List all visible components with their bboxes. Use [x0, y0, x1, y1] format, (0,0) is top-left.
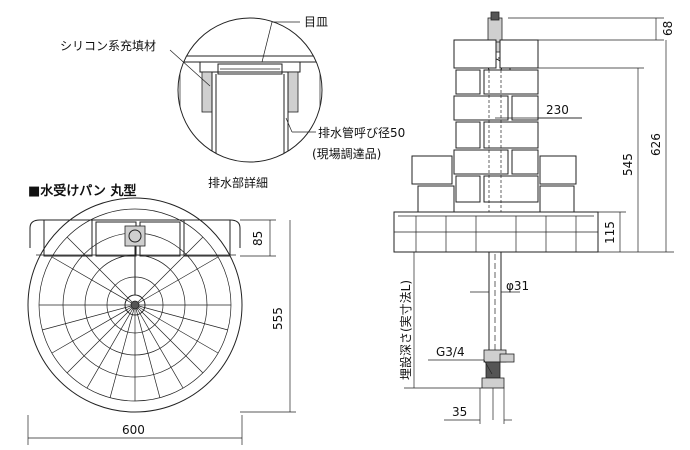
label-meza: 目皿	[304, 15, 328, 29]
dim-85: 85	[251, 231, 265, 246]
plan-view: ■水受けパン 丸型	[27, 183, 296, 445]
dim-555: 555	[271, 307, 285, 330]
label-burial-depth: 埋設深さ(実寸法L)	[398, 280, 413, 380]
dim-626: 626	[649, 133, 663, 156]
dim-545: 545	[621, 153, 635, 176]
label-field-procure: (現場調達品)	[312, 147, 381, 161]
dim-phi31: φ31	[506, 279, 529, 293]
dim-g34: G3/4	[436, 345, 465, 359]
basin-outline	[27, 197, 243, 413]
plan-title: ■水受けパン 丸型	[28, 183, 136, 199]
side-view: 68 230 626 545 115 φ31 G3/4 35 埋設深さ(実寸	[393, 11, 675, 424]
label-silicone: シリコン系充填材	[60, 38, 156, 53]
detail-caption: 排水部詳細	[208, 175, 268, 190]
dim-600: 600	[122, 423, 145, 437]
drain-detail: 目皿 シリコン系充填材 排水管呼び径50 (現場調達品) 排水部詳細	[60, 15, 405, 190]
dim-230: 230	[546, 103, 569, 117]
detail-circle	[177, 17, 323, 163]
dim-68: 68	[661, 21, 675, 36]
basin-radials	[39, 236, 231, 401]
silicone-sealant	[201, 71, 213, 113]
dim-115: 115	[603, 221, 617, 244]
strainer-plate	[217, 63, 283, 75]
dim-35: 35	[452, 405, 467, 419]
faucet-plan	[124, 225, 146, 247]
brick-column	[411, 39, 577, 213]
label-drain-pipe: 排水管呼び径50	[318, 125, 405, 140]
